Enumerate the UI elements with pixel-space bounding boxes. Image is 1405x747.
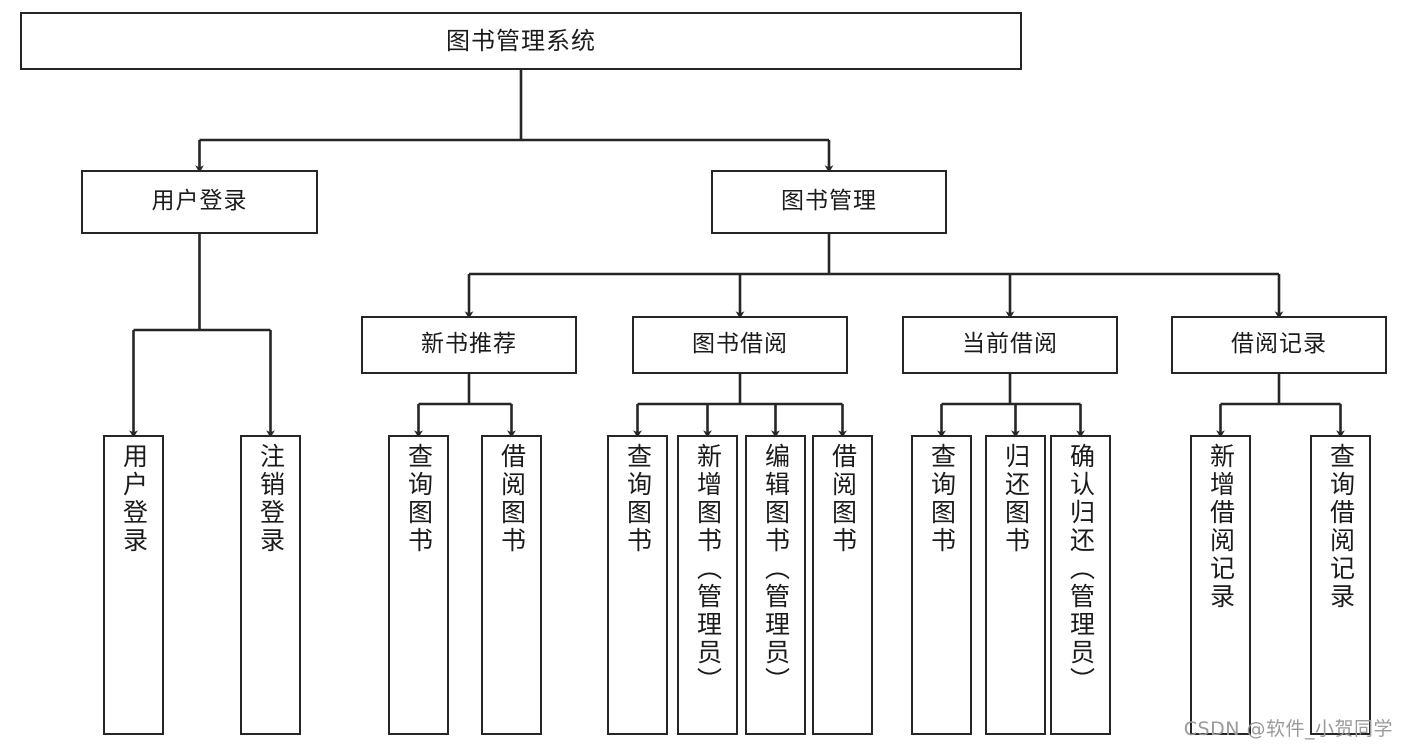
node-label: 查询图书 xyxy=(623,443,653,555)
node-leaf-add-record[interactable]: 新增借阅记录 xyxy=(1190,435,1251,735)
node-root[interactable]: 图书管理系统 xyxy=(20,12,1022,70)
node-book-borrow[interactable]: 图书借阅 xyxy=(632,316,848,374)
node-label: 编辑图书（管理员） xyxy=(761,443,791,695)
node-label: 注销登录 xyxy=(256,443,286,555)
node-leaf-add-book[interactable]: 新增图书（管理员） xyxy=(677,435,738,735)
node-leaf-borrow-book-2[interactable]: 借阅图书 xyxy=(812,435,873,735)
node-label: 图书借阅 xyxy=(692,331,788,358)
node-label: 用户登录 xyxy=(119,443,149,555)
node-label: 查询借阅记录 xyxy=(1326,443,1356,611)
node-leaf-query-book-2[interactable]: 查询图书 xyxy=(607,435,668,735)
node-label: 当前借阅 xyxy=(962,331,1058,358)
node-label: 查询图书 xyxy=(404,443,434,555)
node-label: 新增图书（管理员） xyxy=(693,443,723,695)
node-book-management[interactable]: 图书管理 xyxy=(711,170,947,234)
node-user-login[interactable]: 用户登录 xyxy=(81,170,318,234)
node-leaf-return-book[interactable]: 归还图书 xyxy=(985,435,1046,735)
node-label: 用户登录 xyxy=(151,188,248,215)
node-label: 借阅图书 xyxy=(497,443,527,555)
node-leaf-borrow-book-1[interactable]: 借阅图书 xyxy=(481,435,542,735)
node-label: 查询图书 xyxy=(927,443,957,555)
node-label: 归还图书 xyxy=(1001,443,1031,555)
node-label: 确认归还（管理员） xyxy=(1066,443,1096,695)
node-leaf-query-record[interactable]: 查询借阅记录 xyxy=(1310,435,1371,735)
node-borrow-record[interactable]: 借阅记录 xyxy=(1171,316,1387,374)
node-leaf-user-login[interactable]: 用户登录 xyxy=(103,435,164,735)
node-label: 图书管理 xyxy=(781,188,877,215)
node-label: 新书推荐 xyxy=(421,331,517,358)
node-leaf-logout[interactable]: 注销登录 xyxy=(240,435,301,735)
node-leaf-confirm-return[interactable]: 确认归还（管理员） xyxy=(1050,435,1111,735)
node-label: 借阅记录 xyxy=(1231,331,1327,358)
node-current-borrow[interactable]: 当前借阅 xyxy=(902,316,1118,374)
node-leaf-query-book-1[interactable]: 查询图书 xyxy=(388,435,449,735)
node-label: 新增借阅记录 xyxy=(1206,443,1236,611)
node-leaf-query-book-3[interactable]: 查询图书 xyxy=(911,435,972,735)
node-label: 图书管理系统 xyxy=(446,26,596,55)
node-leaf-edit-book[interactable]: 编辑图书（管理员） xyxy=(745,435,806,735)
csdn-watermark: CSDN @软件_小贺同学 xyxy=(1183,718,1393,740)
node-new-book-recommend[interactable]: 新书推荐 xyxy=(361,316,577,374)
node-label: 借阅图书 xyxy=(828,443,858,555)
